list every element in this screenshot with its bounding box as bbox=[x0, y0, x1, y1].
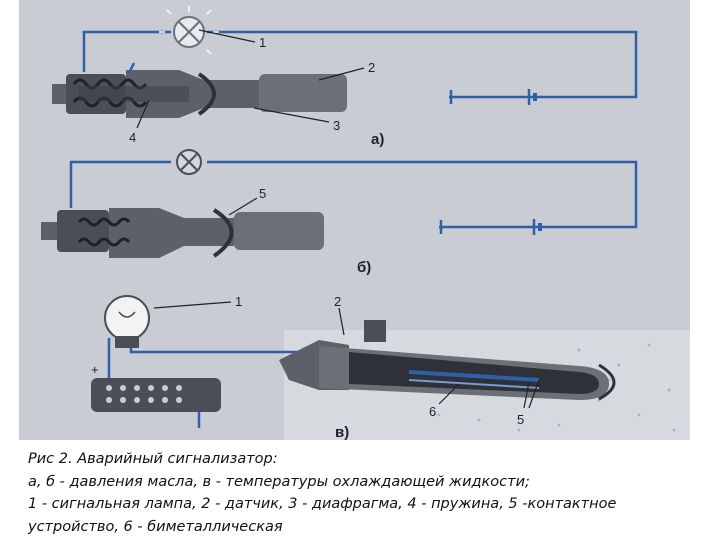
figure-caption: Рис 2. Аварийный сигнализатор: а, б - да… bbox=[28, 448, 708, 538]
battery-block-icon bbox=[91, 378, 221, 412]
battery-plus-sign: + bbox=[91, 362, 99, 377]
signal-lamp-icon bbox=[159, 6, 219, 55]
panel-b-oil-pressure: 5 б) bbox=[41, 149, 638, 276]
signal-lamp-icon bbox=[104, 295, 150, 348]
caption-line: устройство, 6 - биметаллическая bbox=[28, 518, 283, 535]
label-contact-device: 5 bbox=[517, 412, 524, 427]
subfigure-label-b: б) bbox=[357, 259, 371, 276]
label-contact-device: 5 bbox=[259, 186, 266, 201]
panel-b-circuit-wire bbox=[69, 160, 171, 208]
label-lamp: 1 bbox=[259, 35, 266, 50]
panel-a-circuit-wire-right bbox=[207, 30, 638, 99]
diagram-svg: 1 2 3 4 а) 5 б) bbox=[41, 6, 690, 440]
signal-lamp-icon bbox=[176, 149, 202, 175]
oil-pressure-sensor bbox=[52, 62, 347, 118]
battery-icon bbox=[527, 89, 537, 105]
panel-c-circuit-wire bbox=[129, 345, 299, 354]
label-bimetal-plate: 6 bbox=[429, 404, 436, 419]
label-sensor: 2 bbox=[334, 294, 341, 309]
caption-title: Рис 2. Аварийный сигнализатор: bbox=[28, 451, 278, 467]
caption-line: 1 - сигнальная лампа, 2 - датчик, 3 - ди… bbox=[28, 496, 617, 512]
panel-a-oil-pressure: 1 2 3 4 а) bbox=[52, 6, 638, 148]
subfigure-label-a: а) bbox=[371, 131, 384, 148]
label-sensor: 2 bbox=[368, 60, 375, 75]
panel-c-coolant-temperature: + 1 2 6 5 в) bbox=[91, 294, 690, 440]
caption-line: а, б - давления масла, в - температуры о… bbox=[28, 473, 530, 490]
label-spring: 4 bbox=[129, 130, 136, 145]
oil-pressure-sensor bbox=[41, 208, 324, 258]
battery-icon bbox=[532, 219, 542, 235]
label-lamp: 1 bbox=[235, 294, 242, 309]
label-diaphragm: 3 bbox=[333, 118, 340, 133]
warning-signal-diagram: 1 2 3 4 а) 5 б) bbox=[19, 0, 690, 440]
panel-b-circuit-wire-right bbox=[207, 160, 638, 229]
panel-a-circuit-wire bbox=[82, 30, 171, 72]
subfigure-label-c: в) bbox=[335, 424, 349, 440]
